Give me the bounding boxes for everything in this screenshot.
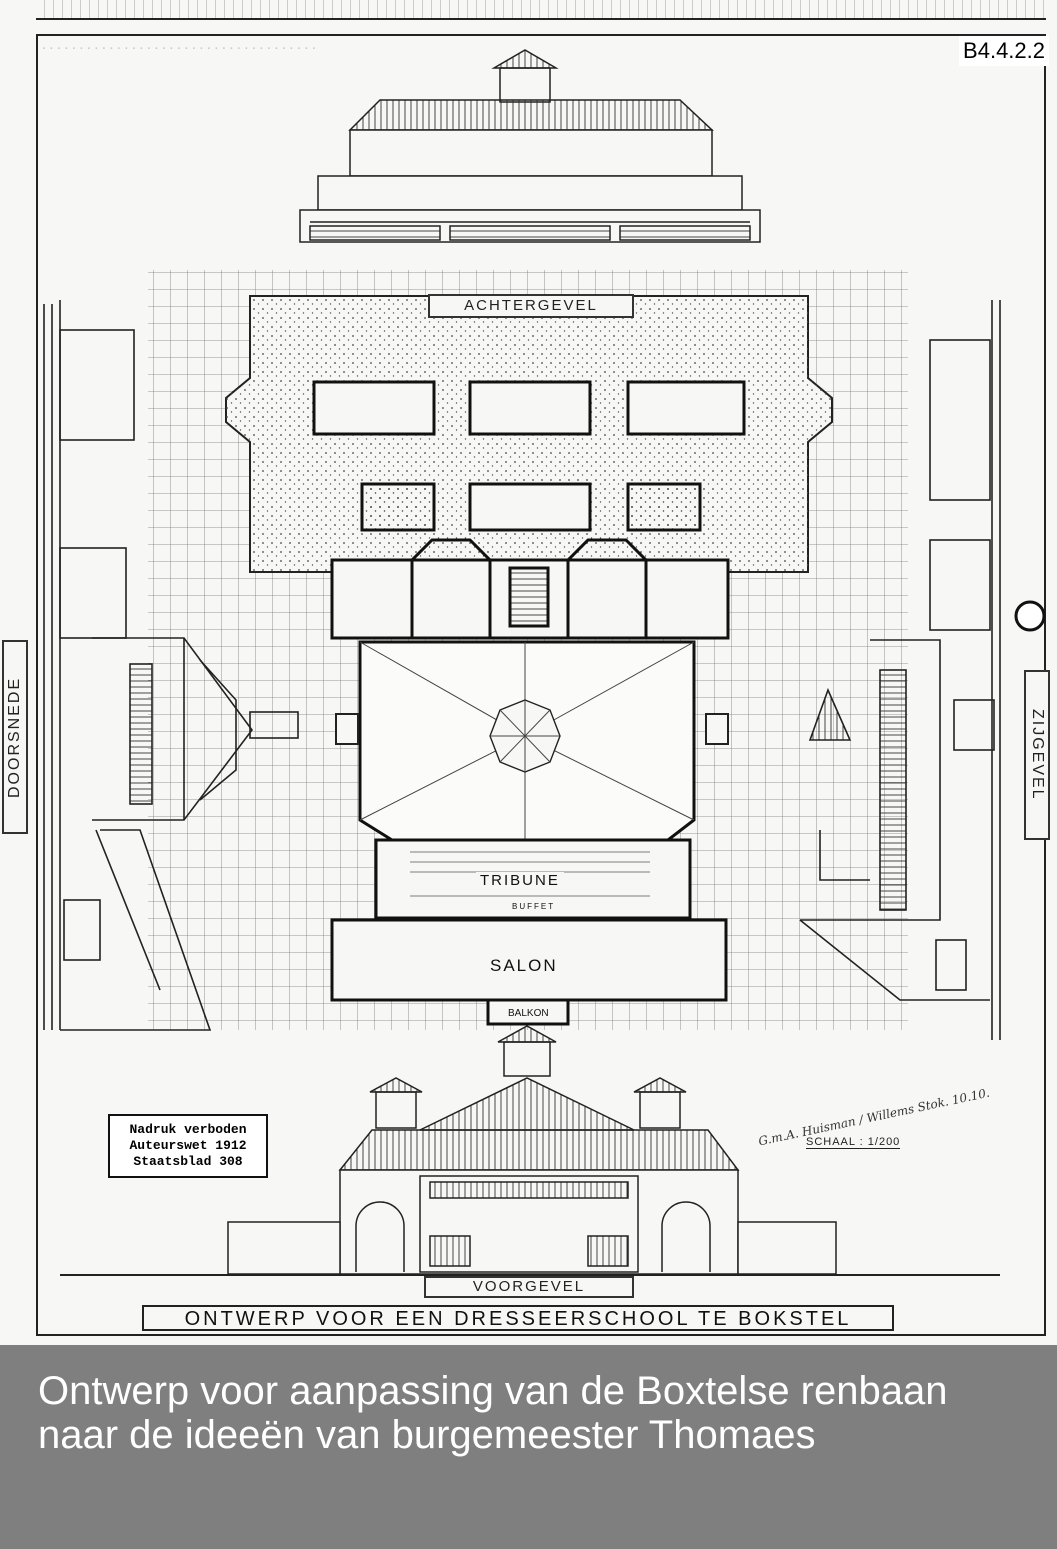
architectural-drawing bbox=[43, 49, 1046, 1276]
hall-buttresses bbox=[335, 713, 729, 745]
caption-bar: Ontwerp voor aanpassing van de Boxtelse … bbox=[0, 1345, 1057, 1549]
label-side-facade: ZIJGEVEL bbox=[1024, 670, 1050, 840]
front-facade-elevation bbox=[60, 1025, 1000, 1276]
copyright-line-2: Auteurswet 1912 bbox=[129, 1138, 247, 1153]
label-section: DOORSNEDE bbox=[2, 640, 28, 834]
scale-note: SCHAAL : 1/200 bbox=[806, 1136, 901, 1149]
section-drawing bbox=[43, 300, 299, 1031]
caption-text: Ontwerp voor aanpassing van de Boxtelse … bbox=[38, 1369, 948, 1457]
stable-blocks bbox=[312, 380, 746, 532]
stable-wing bbox=[330, 538, 730, 640]
copyright-line-1: Nadruk verboden bbox=[129, 1122, 247, 1137]
show-through-text: . . . . . . . . . . . . . . . . . . . . … bbox=[42, 37, 316, 53]
label-rear-facade: ACHTERGEVEL bbox=[428, 294, 634, 318]
hall-roof-lines bbox=[359, 641, 695, 840]
copyright-line-3: Staatsblad 308 bbox=[133, 1154, 243, 1169]
rear-facade-elevation bbox=[299, 49, 761, 243]
sheet-circle-mark bbox=[1014, 600, 1046, 632]
side-elevation bbox=[799, 300, 1001, 1040]
copyright-stamp: Nadruk verboden Auteurswet 1912 Staatsbl… bbox=[108, 1114, 268, 1178]
label-balcony: BALKON bbox=[504, 1008, 553, 1019]
manure-pits bbox=[360, 482, 702, 532]
top-border-band bbox=[36, 0, 1046, 20]
label-grandstand: TRIBUNE bbox=[476, 872, 564, 889]
label-buffet: BUFFET bbox=[508, 902, 560, 911]
label-salon: SALON bbox=[486, 956, 562, 976]
drawing-sheet: . . . . . . . . . . . . . . . . . . . . … bbox=[2, 0, 1050, 1336]
label-front-facade: VOORGEVEL bbox=[424, 1276, 634, 1298]
reference-code: B4.4.2.2 bbox=[959, 36, 1049, 66]
tribune-block bbox=[330, 838, 728, 1026]
drawing-title: ONTWERP VOOR EEN DRESSEERSCHOOL TE BOKST… bbox=[142, 1305, 894, 1331]
